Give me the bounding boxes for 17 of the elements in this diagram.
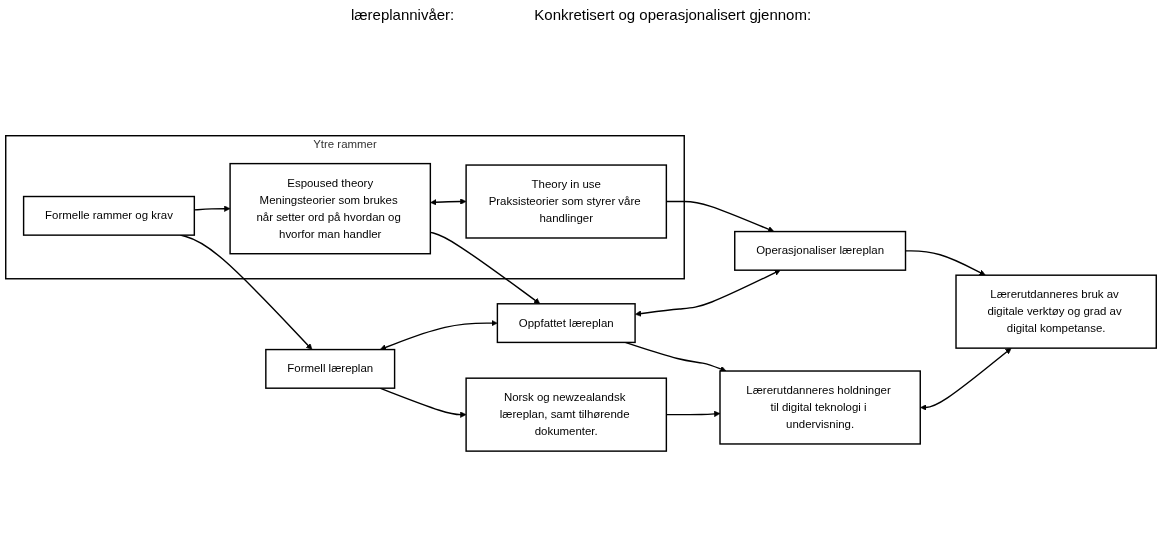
node-box: Oppfattet læreplan bbox=[496, 302, 636, 343]
node-box: Formell læreplan bbox=[265, 348, 396, 389]
node-box: Lærerutdanneres bruk av digitale verktøy og grad av digital kompetanse. bbox=[955, 274, 1157, 349]
node-box: Espoused theory Meningsteorier som brukes når setter ord på hvordan og hvorfor man handler bbox=[229, 162, 432, 255]
arrow bbox=[430, 197, 467, 205]
node-box: Lærerutdanneres holdninger til digital teknologi i undervisning. bbox=[719, 369, 921, 445]
arrow bbox=[920, 347, 1012, 411]
node-box: Operasjonaliser læreplan bbox=[734, 230, 907, 271]
arrow bbox=[380, 319, 498, 350]
column-heading: Konkretisert og operasjonalisert gjennom: bbox=[534, 6, 812, 23]
node-box: Theory in use Praksisteorier som styrer våre handlinger bbox=[465, 163, 668, 239]
arrow bbox=[624, 341, 727, 372]
node-box: Formelle rammer og krav bbox=[22, 195, 196, 236]
node-box: Norsk og newzealandsk læreplan, samt tilhørende dokumenter. bbox=[465, 377, 668, 452]
arrow bbox=[635, 269, 781, 317]
arrow bbox=[379, 387, 467, 418]
column-heading: læreplannivåer: bbox=[350, 6, 455, 23]
